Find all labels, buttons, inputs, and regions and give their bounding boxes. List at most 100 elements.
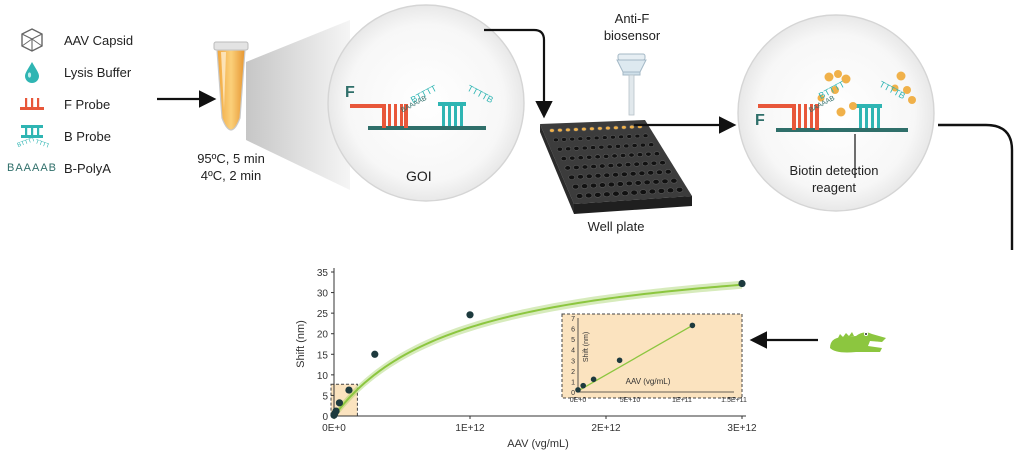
well	[573, 146, 580, 151]
well	[581, 164, 589, 170]
well	[634, 133, 641, 139]
inset-fit-line	[577, 324, 693, 392]
arrow-instrument-to-chart	[749, 331, 818, 349]
data-point	[335, 399, 344, 407]
well	[628, 152, 635, 158]
inset-data-point	[590, 376, 597, 383]
biosensor-label-1: Anti-F	[614, 11, 650, 26]
well	[631, 143, 638, 148]
data-point	[738, 279, 746, 288]
well	[621, 190, 629, 196]
x-axis-label: AAV (vg/mL)	[507, 438, 569, 450]
inset-y-tick-label: 2	[571, 369, 575, 376]
well	[594, 154, 601, 160]
inset-x-axis-label: AAV (vg/mL)	[626, 377, 671, 386]
well	[619, 153, 627, 158]
well	[642, 161, 649, 167]
instrument-icon	[830, 332, 886, 353]
well	[618, 134, 624, 140]
polya-text: BAAAAB	[6, 162, 58, 174]
well	[615, 144, 621, 149]
well	[577, 136, 584, 141]
well	[561, 137, 567, 142]
well	[597, 126, 603, 131]
well	[610, 135, 616, 140]
well	[639, 189, 647, 195]
data-point	[345, 386, 353, 394]
y-tick-label: 20	[317, 330, 329, 341]
well	[575, 193, 584, 199]
inset-y-tick-label: 0	[571, 390, 575, 397]
well-plate-icon	[540, 120, 692, 214]
inset-data-point	[616, 357, 623, 364]
biosensor-label-2: biosensor	[603, 28, 661, 43]
legend-lysis-buffer: Lysis Buffer	[8, 58, 131, 86]
well	[594, 192, 602, 198]
well	[557, 128, 563, 133]
well	[624, 162, 632, 168]
well	[652, 179, 660, 185]
legend-b-polya: BAAAAB B-PolyA	[6, 154, 111, 182]
x-tick-label: 3E+12	[727, 423, 757, 434]
y-tick-label: 10	[317, 371, 329, 382]
inset-x-tick-label: 0E+0	[570, 397, 587, 404]
inset-y-tick-label: 5	[571, 337, 575, 344]
tube-condition-2: 4ºC, 2 min	[200, 168, 262, 183]
well	[653, 151, 660, 157]
well	[594, 173, 602, 179]
b-polya-icon: BAAAAB	[6, 162, 58, 174]
well	[621, 125, 627, 130]
inset-y-tick-label: 3	[571, 358, 575, 365]
biotin-dots	[817, 70, 916, 117]
goi-probe-complex	[350, 102, 486, 130]
well	[590, 164, 597, 170]
well	[642, 133, 649, 138]
well	[560, 156, 567, 161]
well	[626, 134, 633, 139]
inset-panel	[561, 313, 743, 399]
goi-circle	[327, 4, 525, 202]
well	[585, 136, 592, 141]
well	[549, 128, 555, 133]
legend-aav-capsid: AAV Capsid	[8, 26, 133, 54]
well-grid	[549, 124, 684, 199]
sample-tube-icon	[213, 41, 249, 131]
x-tick-label: 2E+12	[591, 423, 621, 434]
well	[606, 144, 613, 150]
well	[577, 155, 584, 161]
well	[589, 126, 595, 131]
inset-y-tick-label: 1	[571, 379, 575, 386]
well	[675, 186, 684, 193]
well	[585, 192, 593, 199]
well	[650, 160, 658, 166]
well	[670, 178, 678, 184]
well	[581, 183, 589, 189]
well	[573, 164, 580, 170]
b-probe-icon: BTTTT TTTTB	[8, 123, 56, 149]
detection-probe-complex	[758, 104, 908, 178]
legend-f-probe: F Probe	[8, 90, 110, 118]
y-tick-label: 5	[322, 391, 328, 402]
well	[612, 190, 620, 197]
well	[625, 180, 633, 187]
well	[648, 142, 655, 147]
biotin-label-1: Biotin detection	[789, 163, 879, 178]
well	[643, 179, 651, 186]
data-point	[466, 311, 474, 319]
inset-y-tick-label: 7	[571, 316, 575, 323]
well-plate-label: Well plate	[587, 219, 645, 234]
well	[573, 127, 579, 132]
biosensor-icon	[616, 53, 647, 116]
inset-x-tick-label: 1E+11	[672, 397, 692, 404]
well	[598, 144, 605, 150]
well	[569, 136, 575, 142]
well	[607, 163, 615, 169]
svg-text:TTTTB: TTTTB	[34, 139, 49, 149]
inset-data-point	[580, 382, 586, 389]
data-point	[332, 407, 340, 415]
inset-y-axis-label: Shift (nm)	[583, 332, 590, 362]
well	[621, 171, 628, 177]
well	[638, 170, 646, 176]
well	[590, 145, 597, 150]
